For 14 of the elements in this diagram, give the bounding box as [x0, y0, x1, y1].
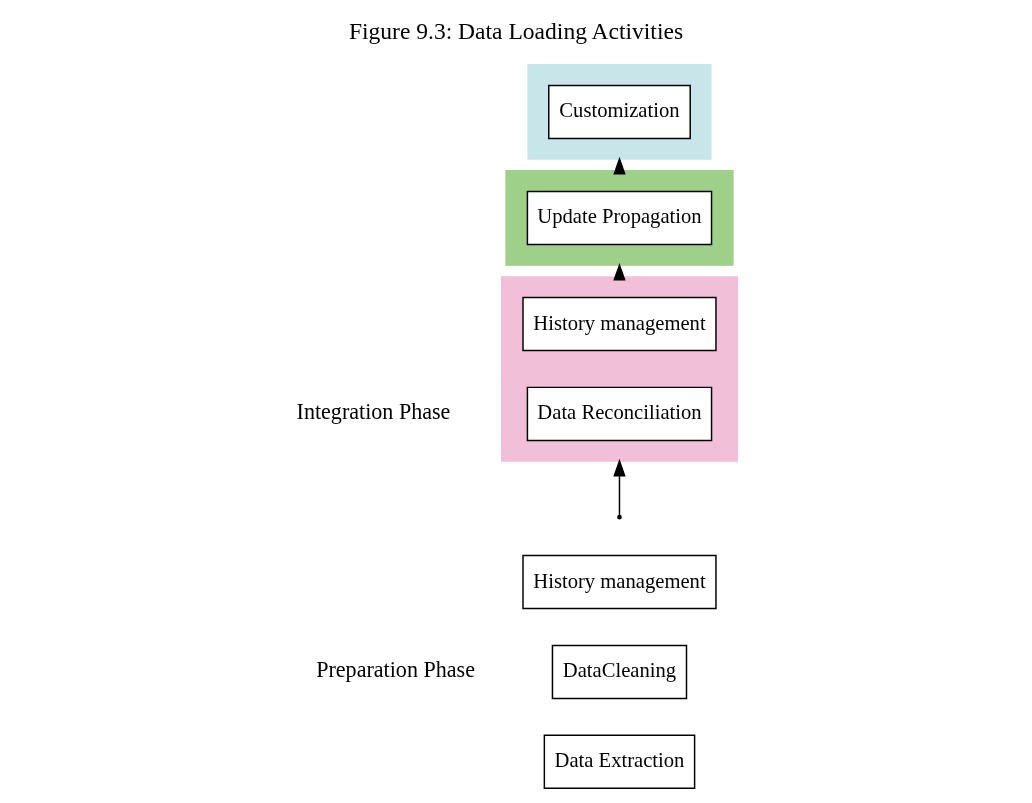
node-box: DataCleaning	[551, 644, 688, 700]
node-box: Customization	[548, 84, 691, 140]
node-box: Update Propagation	[526, 190, 713, 246]
cluster	[505, 170, 734, 266]
label: Preparation Phase	[316, 657, 475, 683]
label: Integration Phase	[296, 399, 451, 425]
arrow	[613, 458, 626, 517]
cluster	[527, 64, 712, 160]
cluster	[500, 276, 739, 462]
node-box: History management	[522, 554, 717, 610]
node-box: Data Extraction	[543, 734, 696, 790]
diagram-title: Figure 9.3: Data Loading Activities	[348, 18, 684, 45]
node-box: Data Reconciliation	[526, 386, 713, 442]
node-box: History management	[522, 296, 717, 352]
